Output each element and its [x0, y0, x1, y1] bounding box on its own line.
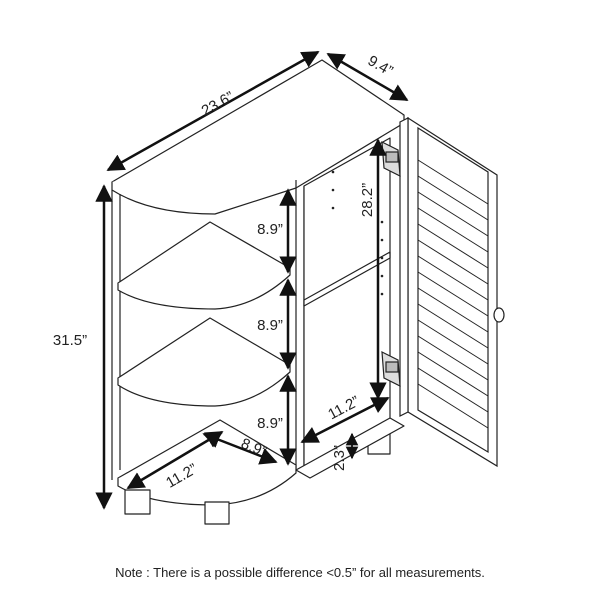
door-louvers [417, 159, 489, 429]
measurement-note: Note : There is a possible difference <0… [115, 565, 485, 580]
label-shelf-gap-3: 8.9” [257, 415, 283, 432]
arrow-top-depth [326, 52, 409, 102]
label-shelf-gap-2: 8.9” [257, 317, 283, 334]
arrow-top-width [106, 50, 320, 172]
foot-front-right [204, 501, 230, 525]
arrow-shelf-depth [202, 431, 278, 465]
foot-front-left [124, 489, 151, 515]
cabinet-inner-shelf [303, 251, 391, 307]
door-knob [493, 307, 505, 323]
label-base-height: 2.3” [331, 445, 348, 471]
label-cabinet-height: 28.2” [359, 183, 376, 217]
label-total-height: 31.5” [53, 332, 87, 349]
arrow-cabinet-width [300, 396, 390, 444]
dimension-lines [95, 50, 409, 510]
label-shelf-gap-1: 8.9” [257, 221, 283, 238]
louvered-door [381, 116, 505, 468]
label-top-depth: 9.4” [365, 52, 396, 80]
